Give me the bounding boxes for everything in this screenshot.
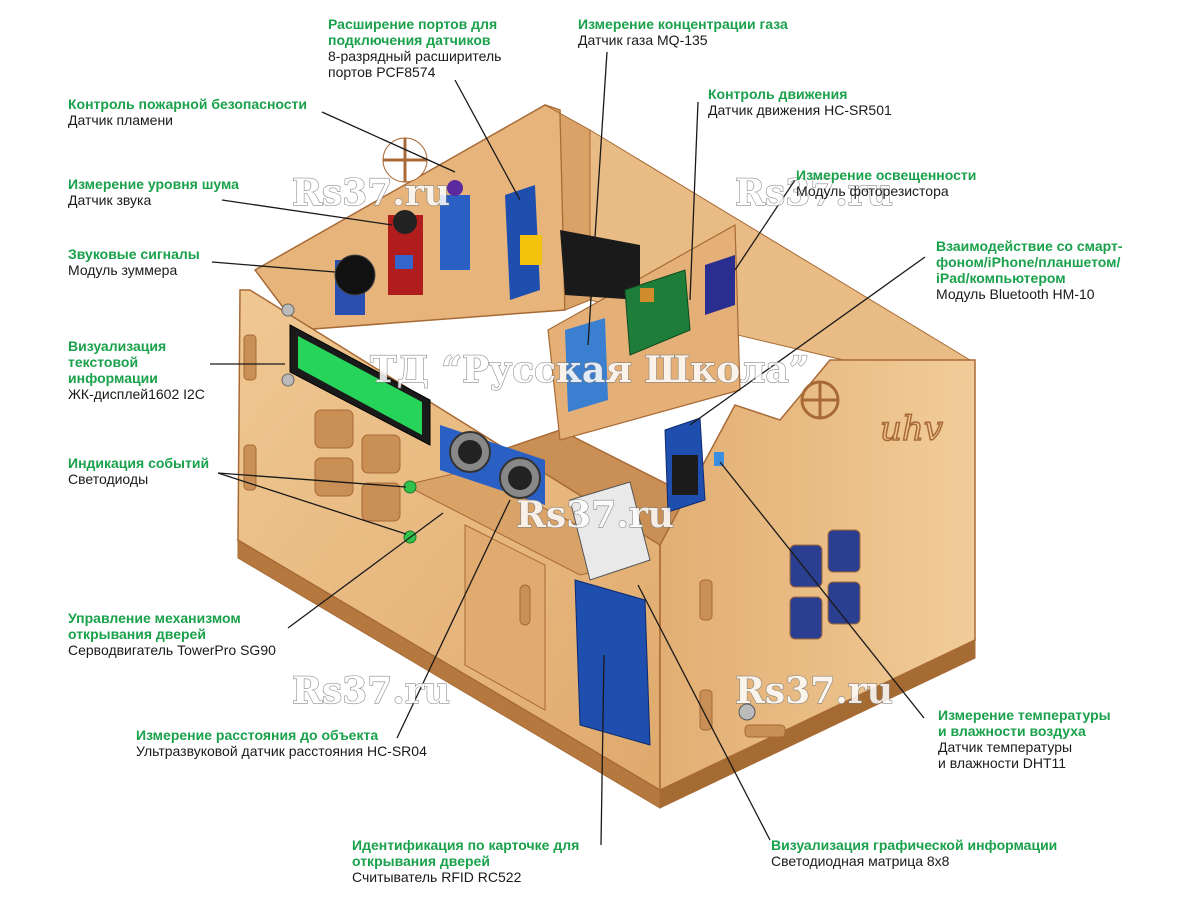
callout-rfid: Идентификация по карточке для открывания…: [352, 837, 579, 885]
watermark-site: Rs37.ru: [292, 172, 450, 214]
front-right-wall: uhv: [659, 359, 976, 792]
watermark-company: ТД “Русская Школа”: [370, 349, 810, 391]
callout-bluetooth: Взаимодействие со смарт- фоном/iPhone/пл…: [936, 238, 1122, 302]
callout-light: Измерение освещенности Модуль фоторезист…: [796, 167, 976, 199]
motion-sensor-hc-sr501: [624, 269, 691, 356]
svg-text:uhv: uhv: [880, 409, 943, 449]
watermark-site: Rs37.ru: [516, 494, 674, 536]
callout-text: Модуль Bluetooth HM-10: [936, 286, 1095, 302]
callout-text: Датчик пламени: [68, 112, 173, 128]
callout-title: Контроль пожарной безопасности: [68, 96, 308, 112]
callout-motion: Контроль движения Датчик движения HC-SR5…: [708, 86, 892, 118]
callout-text: Считыватель RFID RC522: [352, 869, 522, 885]
callout-sound: Звуковые сигналы Модуль зуммера: [68, 246, 200, 278]
callout-text: Серводвигатель TowerPro SG90: [68, 642, 276, 658]
callout-ports: Расширение портов для подключения датчик…: [328, 16, 501, 80]
ultrasonic-sensor-hc-sr04: [440, 425, 545, 505]
callout-title: Измерение освещенности: [796, 167, 977, 183]
callout-text: Датчик газа MQ-135: [578, 32, 708, 48]
photoresistor-module: [705, 255, 735, 315]
callout-noise: Измерение уровня шума Датчик звука: [68, 176, 239, 208]
watermarks: Rs37.ru Rs37.ru ТД “Русская Школа” Rs37.…: [291, 171, 893, 712]
callout-text: Датчик температуры и влажности DHT11: [938, 739, 1073, 771]
callout-title: Измерение расстояния до объекта: [136, 727, 379, 743]
battery-holder: [560, 230, 640, 300]
port-expander-pcf8574: [505, 185, 542, 300]
watermark-site: Rs37.ru: [735, 670, 893, 712]
callout-title: Контроль движения: [708, 86, 848, 102]
watermark-site: Rs37.ru: [735, 172, 893, 214]
callout-distance: Измерение расстояния до объекта Ультразв…: [136, 727, 427, 759]
callout-text: 8-разрядный расширитель портов PCF8574: [328, 48, 502, 80]
callout-title: Измерение температуры и влажности воздух…: [938, 707, 1111, 739]
callout-title: Визуализация графической информации: [771, 837, 1058, 853]
callout-leds: Индикация событий Светодиоды: [68, 455, 209, 487]
buzzer-module: [334, 254, 376, 315]
callout-fire: Контроль пожарной безопасности Датчик пл…: [68, 96, 307, 128]
callout-text: Светодиоды: [68, 471, 149, 487]
callout-text: Ультразвуковой датчик расстояния HC-SR04: [136, 743, 427, 759]
sound-sensor: [388, 210, 423, 295]
callout-text: Датчик звука: [68, 192, 152, 208]
callout-title: Индикация событий: [68, 455, 210, 471]
flame-sensor: [440, 180, 470, 270]
watermark-site: Rs37.ru: [292, 670, 450, 712]
callout-title: Измерение концентрации газа: [578, 16, 788, 32]
callout-matrix: Визуализация графической информации Свет…: [771, 837, 1057, 869]
callout-title: Идентификация по карточке для открывания…: [352, 837, 580, 869]
callout-title: Визуализация текстовой информации: [68, 338, 167, 386]
callout-text: Модуль зуммера: [68, 262, 178, 278]
potentiometer: [738, 703, 756, 721]
callout-text: ЖК-дисплей1602 I2C: [68, 386, 205, 402]
callout-title: Управление механизмом открывания дверей: [68, 610, 241, 642]
gas-sensor-mq135: [565, 318, 608, 412]
components: [281, 180, 756, 746]
callout-text: Светодиодная матрица 8x8: [771, 853, 950, 869]
bluetooth-module-hm10: [664, 417, 706, 513]
callout-title: Звуковые сигналы: [68, 246, 200, 262]
lcd-display-1602: [281, 303, 431, 446]
callout-dht: Измерение температуры и влажности воздух…: [938, 707, 1111, 771]
callout-title: Взаимодействие со смарт- фоном/iPhone/пл…: [936, 238, 1123, 286]
callout-gas: Измерение концентрации газа Датчик газа …: [578, 16, 788, 48]
callout-title: Измерение уровня шума: [68, 176, 239, 192]
leader-lines: [210, 51, 926, 846]
callout-text: Датчик движения HC-SR501: [708, 102, 892, 118]
led-matrix-8x8: [569, 481, 651, 581]
rfid-reader-rc522: [574, 579, 651, 746]
callout-title: Расширение портов для подключения датчик…: [328, 16, 498, 48]
dht11-sensor: [714, 452, 724, 466]
callout-lcd: Визуализация текстовой информации ЖК-дис…: [68, 338, 205, 402]
callout-servo: Управление механизмом открывания дверей …: [68, 610, 276, 658]
callout-text: Модуль фоторезистора: [796, 183, 949, 199]
